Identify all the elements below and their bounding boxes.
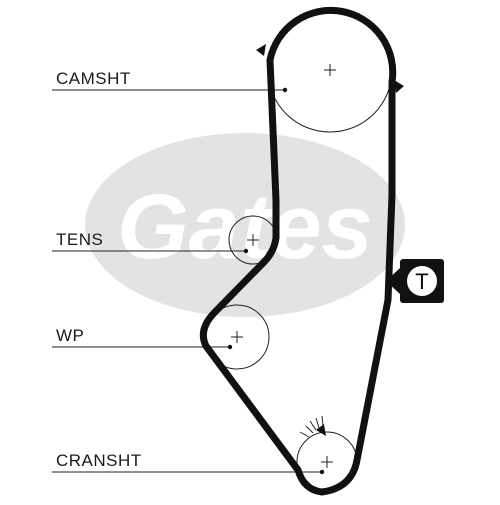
tension-point-marker: T [386, 259, 444, 303]
camshaft-timing-arrow-left-icon [256, 44, 266, 56]
gates-logo-watermark: Gates [85, 133, 405, 317]
tensioner-label: TENS [56, 230, 104, 249]
pulley-center-marks [231, 64, 336, 468]
camshaft-timing-arrow-right-icon [394, 80, 404, 93]
tension-marker-label: T [415, 269, 428, 294]
crankshaft-timing-mark [299, 415, 324, 438]
timing-mark-arrows [256, 44, 404, 436]
crankshaft-label: CRANSHT [56, 451, 142, 470]
camshaft-label: CAMSHT [56, 69, 131, 88]
tension-pointer-icon [386, 268, 400, 294]
watermark-brand-text: Gates [117, 176, 373, 278]
water-pump-label: WP [56, 326, 85, 345]
crankshaft-timing-arrow-icon [316, 424, 326, 436]
leader-endpoint-dots [227, 87, 325, 475]
timing-belt [199, 6, 397, 496]
